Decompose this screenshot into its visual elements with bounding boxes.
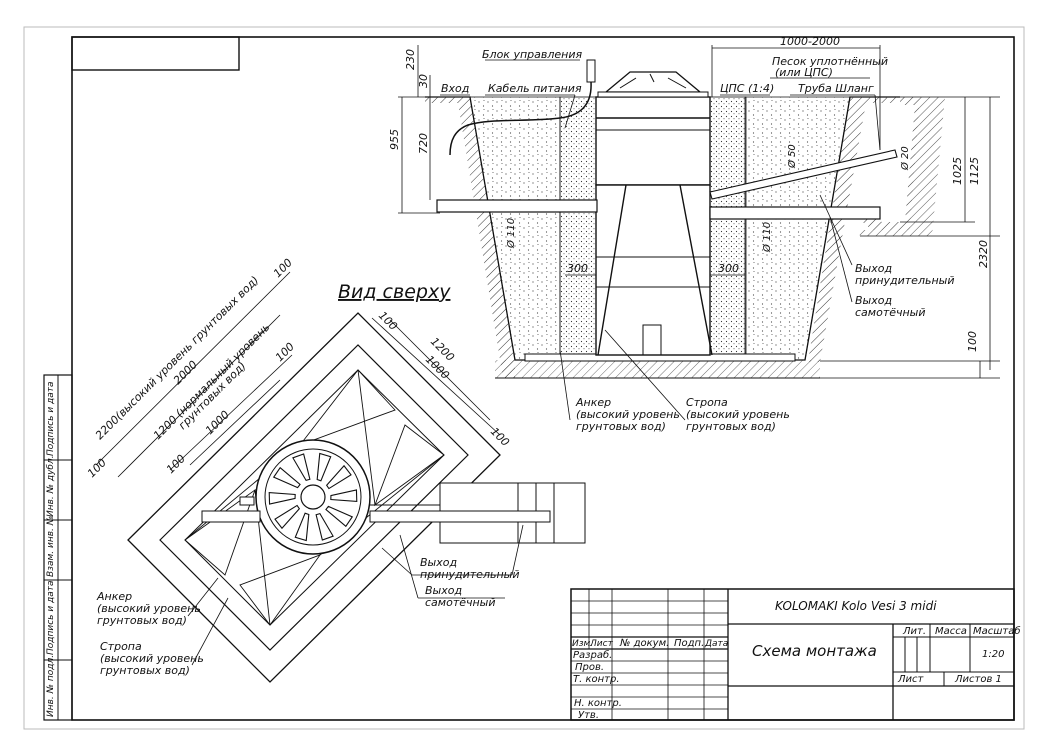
outlet-gravity-pipe bbox=[709, 206, 881, 220]
tb-col-list: Лист bbox=[589, 639, 614, 649]
tb-scale-header: Масштаб bbox=[973, 625, 1021, 637]
tb-sheets: Листов 1 bbox=[954, 674, 1002, 685]
plan-label-anchor: грунтовых вод) bbox=[97, 614, 187, 627]
dim-30: 30 bbox=[417, 74, 430, 88]
dim-230: 230 bbox=[404, 49, 417, 70]
label-outlet-forced: принудительный bbox=[855, 274, 955, 287]
tb-scale: 1:20 bbox=[982, 649, 1004, 660]
dim-100: 100 bbox=[271, 256, 295, 280]
label-anchor: грунтовых вод) bbox=[576, 420, 666, 433]
lid-fin bbox=[316, 452, 332, 482]
tb-row-razrab: Разраб. bbox=[573, 649, 612, 661]
lid-fin bbox=[272, 466, 301, 489]
lid-fin bbox=[274, 504, 301, 530]
dim-phi110-outlet: Ø 110 bbox=[761, 222, 773, 253]
plan-label-sling: грунтовых вод) bbox=[100, 664, 190, 677]
tb-product: KOLOMAKI Kolo Vesi 3 midi bbox=[775, 599, 937, 613]
dim-1125: 1125 bbox=[968, 157, 981, 185]
tb-sheet: Лист bbox=[897, 674, 925, 685]
lid-fins bbox=[268, 452, 358, 542]
tank-body bbox=[595, 184, 711, 356]
dim-100: 100 bbox=[164, 452, 188, 476]
plan-label-sling: Стропа bbox=[100, 640, 142, 653]
dim-phi110-inlet: Ø 110 bbox=[505, 218, 517, 249]
tb-row-tkontr: Т. контр. bbox=[573, 674, 620, 685]
label-power-cable: Кабель питания bbox=[488, 82, 582, 95]
dim-955: 955 bbox=[388, 129, 401, 150]
tb-mass: Масса bbox=[935, 626, 967, 637]
stamp-label: Инв. № дубл. bbox=[46, 455, 56, 517]
plan-label-anchor: (высокий уровень bbox=[97, 602, 201, 615]
dim-100: 100 bbox=[85, 456, 109, 480]
outlet-forced-pipe bbox=[709, 149, 898, 200]
top-left-box bbox=[71, 36, 240, 71]
dim-100: 100 bbox=[966, 331, 979, 352]
lid-fin bbox=[325, 505, 354, 528]
label-outlet-gravity: Выход bbox=[855, 294, 892, 307]
tank-neck bbox=[595, 96, 711, 186]
stamp-label: Подпись и дата bbox=[46, 381, 56, 456]
dim-phi20: Ø 20 bbox=[899, 146, 911, 171]
tb-col-doc: № докум. bbox=[619, 638, 669, 649]
lid-fin bbox=[325, 464, 352, 490]
sheet-outer-border bbox=[23, 26, 1025, 730]
tb-col-izm: Изм. bbox=[572, 639, 593, 649]
dim-100: 100 bbox=[488, 425, 512, 449]
label-inlet: Вход bbox=[441, 82, 469, 95]
control-unit bbox=[586, 59, 596, 83]
plan-inlet-pipe bbox=[201, 510, 261, 523]
plan-label-anchor: Анкер bbox=[96, 590, 132, 603]
tb-col-date: Дата bbox=[704, 639, 728, 649]
lid-fin bbox=[315, 512, 334, 541]
lid-fin bbox=[268, 492, 296, 505]
plan-view-title: Вид сверху bbox=[338, 281, 451, 303]
inlet-pipe bbox=[436, 199, 598, 213]
plan-label-outlet-forced: принудительный bbox=[420, 568, 520, 581]
side-stamp: Подпись и дата Инв. № дубл. Взам. инв. №… bbox=[43, 374, 73, 721]
tb-lit: Лит. bbox=[902, 626, 926, 637]
tank-lid bbox=[604, 71, 702, 93]
section-view: Блок управления Вход Кабель питания Песо… bbox=[388, 35, 1000, 433]
dim-300-left: 300 bbox=[567, 262, 588, 275]
dim-720: 720 bbox=[417, 133, 430, 154]
plan-label-outlet-gravity: Выход bbox=[425, 584, 462, 597]
plan-label-outlet-gravity: самотёчный bbox=[425, 596, 496, 609]
dim-1000-2000: 1000-2000 bbox=[780, 35, 840, 48]
label-anchor: (высокий уровень bbox=[576, 408, 680, 421]
label-sling: (высокий уровень bbox=[686, 408, 790, 421]
dim-1000: 1000 bbox=[203, 408, 232, 437]
label-sand: Песок уплотнённый bbox=[772, 55, 888, 68]
plan-label-sling: (высокий уровень bbox=[100, 652, 204, 665]
lid-fin bbox=[330, 489, 358, 502]
dim-100: 100 bbox=[376, 309, 400, 333]
plan-label-outlet-forced: Выход bbox=[420, 556, 457, 569]
stamp-label: Взам. инв. № bbox=[46, 516, 56, 577]
label-outlet-forced: Выход bbox=[855, 262, 892, 275]
tb-row-utv: Утв. bbox=[578, 710, 599, 721]
tb-col-sign: Подп. bbox=[674, 638, 704, 649]
label-cps: ЦПС (1:4) bbox=[720, 82, 774, 95]
label-outlet-gravity: самотёчный bbox=[855, 306, 926, 319]
tank-plan-hub bbox=[300, 484, 326, 510]
label-anchor: Анкер bbox=[575, 396, 611, 409]
dim-1025: 1025 bbox=[951, 157, 964, 185]
label-sling: Стропа bbox=[686, 396, 728, 409]
stamp-label: Инв. № подл. bbox=[46, 655, 56, 717]
lid-fin bbox=[294, 512, 310, 542]
tb-row-nkontr: Н. контр. bbox=[574, 698, 622, 709]
label-sling: грунтовых вод) bbox=[686, 420, 776, 433]
tb-row-prov: Пров. bbox=[575, 662, 604, 673]
lid-fin bbox=[292, 453, 311, 482]
dim-2320: 2320 bbox=[977, 240, 990, 268]
dim-phi50: Ø 50 bbox=[786, 144, 798, 169]
label-control-unit: Блок управления bbox=[482, 48, 582, 61]
tb-doc-title: Схема монтажа bbox=[752, 642, 877, 660]
dim-100: 100 bbox=[273, 340, 297, 364]
title-block: Изм. Лист № докум. Подп. Дата Разраб. Пр… bbox=[570, 588, 1021, 721]
label-sand2: (или ЦПС) bbox=[775, 66, 833, 79]
stamp-label: Подпись и дата bbox=[46, 580, 56, 655]
label-pipe-hose: Труба Шланг bbox=[798, 82, 874, 95]
dim-300-right: 300 bbox=[718, 262, 739, 275]
